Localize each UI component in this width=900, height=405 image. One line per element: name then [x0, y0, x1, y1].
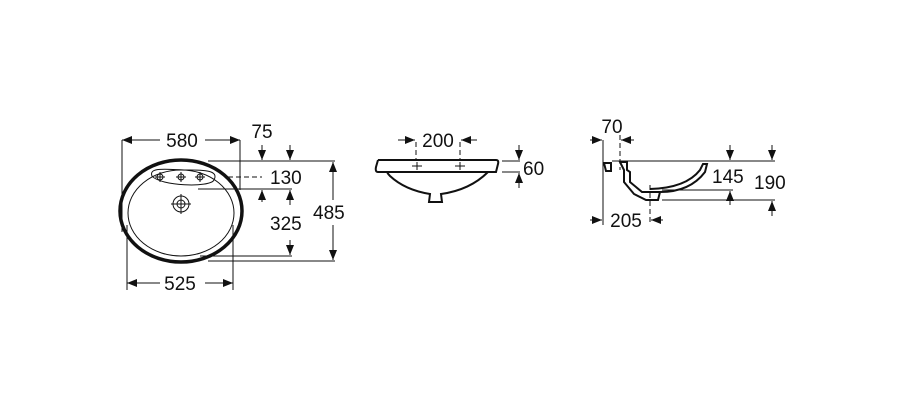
dim-60: 60 — [523, 159, 544, 180]
drain-icon — [171, 194, 191, 214]
dim-485: 485 — [313, 203, 345, 224]
dim-525: 525 — [164, 274, 196, 295]
basin-outer-rim — [118, 158, 244, 264]
front-view: 200 60 — [374, 131, 544, 203]
dim-325: 325 — [270, 214, 302, 235]
dim-200: 200 — [422, 131, 454, 152]
tap-holes-front — [412, 162, 465, 170]
dim-130: 130 — [270, 168, 302, 189]
tap-deck — [151, 168, 216, 186]
dim-190: 190 — [754, 173, 786, 194]
dim-75: 75 — [251, 122, 272, 143]
dim-205: 205 — [610, 211, 642, 232]
section-view: 70 145 190 205 — [590, 117, 786, 232]
dim-145: 145 — [712, 167, 744, 188]
basin-section-profile — [602, 161, 709, 201]
top-view: 580 75 130 325 485 525 — [118, 122, 345, 295]
dim-580: 580 — [166, 131, 198, 152]
basin-front-profile — [374, 159, 500, 203]
tap-hole-icons — [155, 172, 205, 182]
dim-70: 70 — [601, 117, 622, 138]
